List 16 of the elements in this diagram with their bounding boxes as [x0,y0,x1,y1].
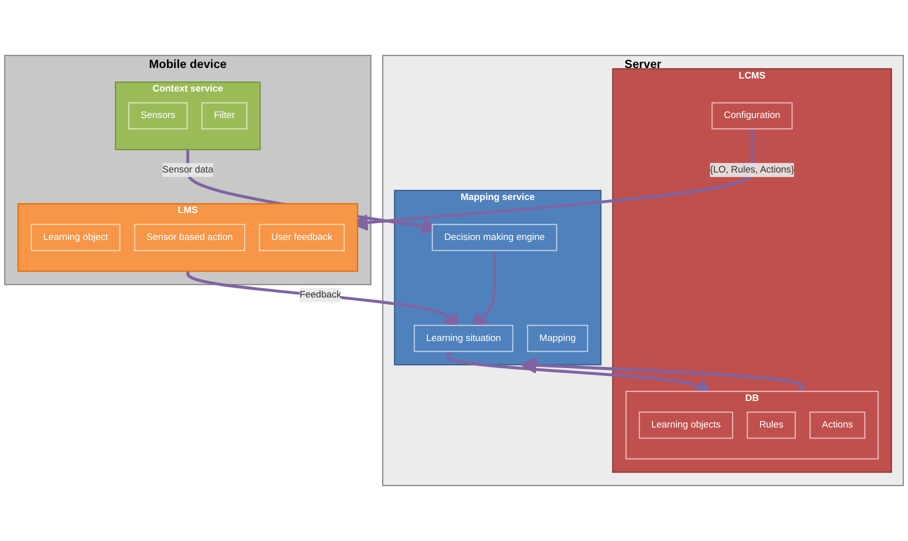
arrow [520,356,804,393]
node-box: Learning objects [638,412,734,439]
node-box: Sensors [128,102,188,130]
node-box: Mapping [526,324,588,352]
node-box: Decision making engine [432,224,558,252]
edge-label: Feedback [300,290,342,300]
node-box: Actions [809,412,866,439]
node-box: Sensor based action [134,224,246,252]
node-box: Learning object [30,224,120,252]
node-box: Configuration [711,102,793,130]
node-box: Learning situation [414,324,514,352]
node-box: Rules [746,412,796,439]
edge-label: {LO, Rules, Actions} [710,164,794,175]
edge-label: Sensor data [162,164,214,175]
node-box: User feedback [258,224,345,252]
node-box: Filter [201,102,248,130]
